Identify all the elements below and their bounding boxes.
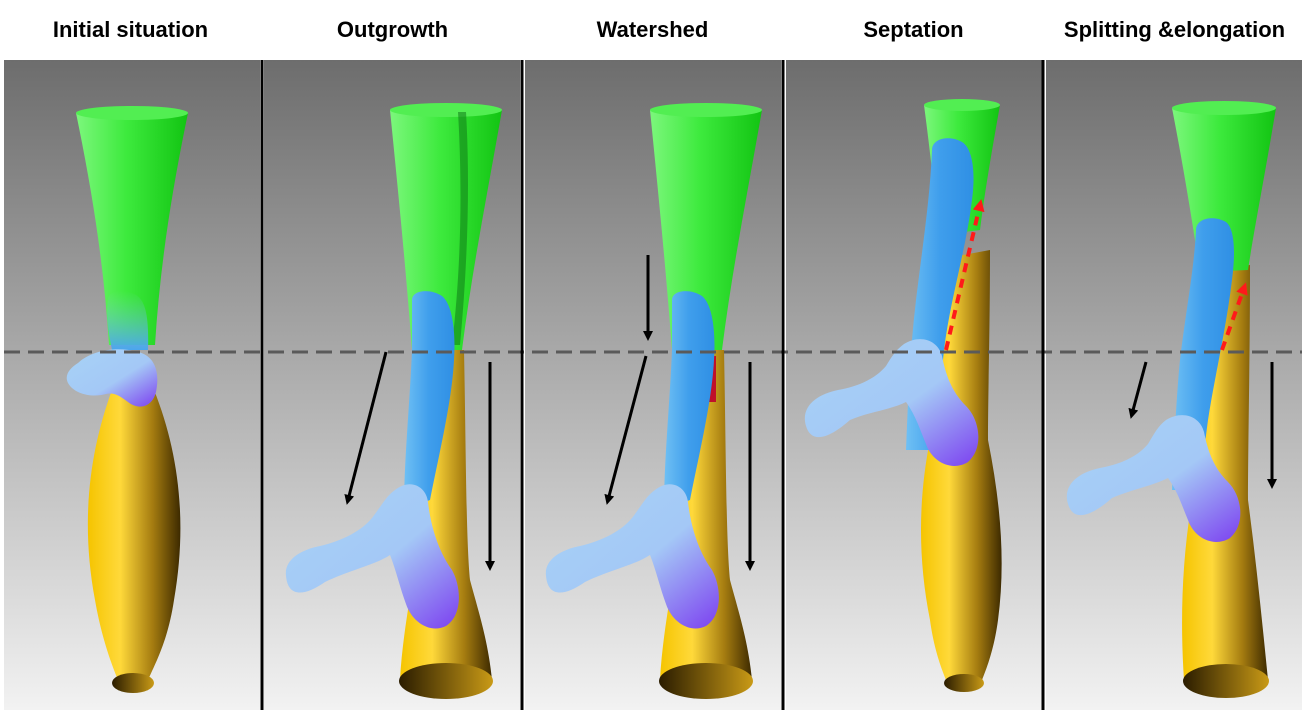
upper-tube <box>76 113 188 345</box>
panel-title-septation: Septation <box>783 0 1044 60</box>
upper-tube-rim <box>924 99 1000 111</box>
title-line: Watershed <box>596 17 709 42</box>
panel-titles: Initial situation Outgrowth Watershed Se… <box>0 0 1306 60</box>
tube-opening <box>944 674 984 692</box>
title-line: Initial situation <box>52 17 209 42</box>
endoderm-bud <box>285 484 459 629</box>
panel-initial-situation <box>66 106 188 693</box>
tube-opening <box>659 663 753 699</box>
tube-opening <box>399 663 493 699</box>
upper-tube <box>650 110 762 350</box>
upper-tube-shadow <box>452 112 468 345</box>
endoderm-bud <box>66 349 158 407</box>
arrow-down-icon <box>1128 361 1148 419</box>
panel-title-outgrowth: Outgrowth <box>262 0 523 60</box>
dashed-arrow-up-icon <box>1220 282 1248 351</box>
arrow-down-icon <box>604 355 648 505</box>
title-line: Septation <box>863 17 964 42</box>
dashed-arrow-up-icon <box>944 199 985 351</box>
title-line: elongation <box>1173 17 1286 42</box>
panel-title-splitting-elongation: Splitting & elongation <box>1044 0 1305 60</box>
arrow-down-icon <box>344 351 388 505</box>
endoderm-bud <box>804 339 979 466</box>
upper-tube <box>390 110 502 350</box>
panel-title-initial-situation: Initial situation <box>0 0 261 60</box>
endoderm-bud <box>545 484 719 629</box>
panel-septation <box>804 99 1002 692</box>
panel-splitting-elongation <box>1066 101 1277 698</box>
panel-dividers <box>260 60 1045 710</box>
title-line: Outgrowth <box>336 17 449 42</box>
endoderm-trunk <box>404 291 455 510</box>
panel-watershed <box>545 103 762 699</box>
lower-tube <box>87 390 181 680</box>
panel-title-watershed: Watershed <box>522 0 783 60</box>
endoderm-bud <box>1066 415 1241 542</box>
endoderm-trunk <box>664 291 715 510</box>
upper-tube-rim <box>650 103 762 117</box>
tube-opening <box>112 673 154 693</box>
upper-tube-rim <box>1172 101 1276 115</box>
upper-tube-rim <box>390 103 502 117</box>
tube-opening <box>1183 664 1269 698</box>
upper-tube-rim <box>76 106 188 120</box>
panel-outgrowth <box>285 103 502 699</box>
endoderm-bud-stem <box>107 290 149 350</box>
title-line: Splitting & <box>1063 17 1174 42</box>
panel-backgrounds <box>4 60 1302 710</box>
